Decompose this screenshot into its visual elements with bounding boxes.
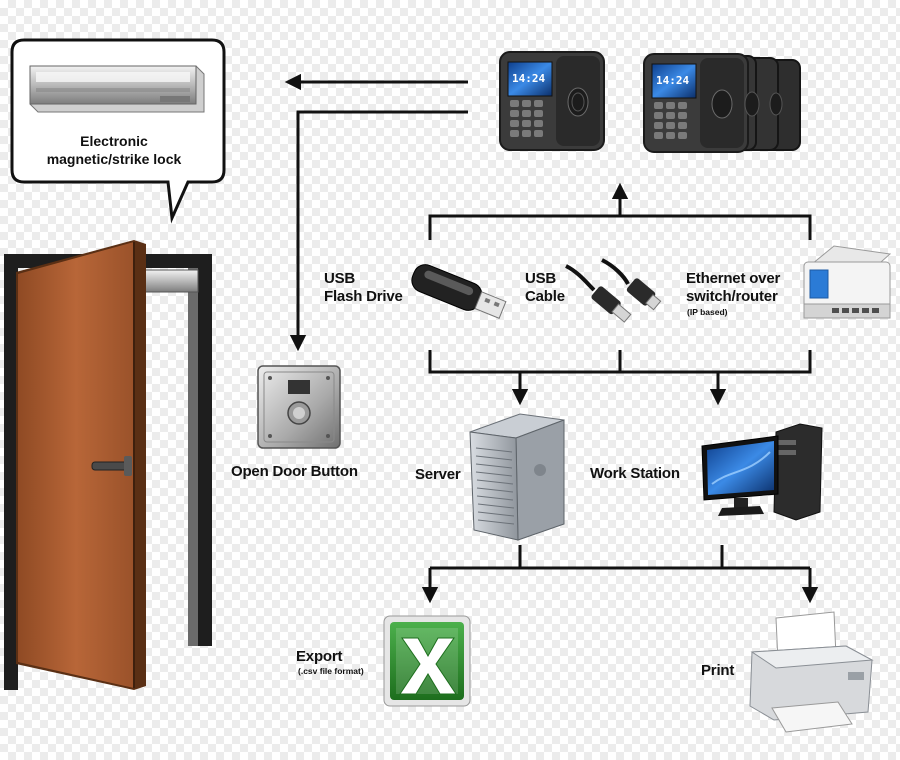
desktop-computer-icon [701,423,823,521]
ethernet-label-line1: Ethernet over [686,270,781,287]
export-label: Export [296,648,343,665]
terminal-time-1: 14:24 [512,72,546,85]
mounted-lock [139,269,199,293]
terminal-time-2: 14:24 [656,74,690,87]
ethernet-label: Ethernet over switch/router [686,270,780,306]
lock-label-line1: Electronic [80,133,148,149]
door-icon [4,240,212,690]
exit-button-icon [257,365,341,449]
print-label: Print [701,662,735,679]
fingerprint-terminal-icon [499,51,801,153]
usb-flash-label-line2: Flash Drive [324,288,403,305]
magnetic-lock-icon [29,65,205,113]
usb-cable-label-line1: USB [525,270,557,287]
lock-label-line2: magnetic/strike lock [46,151,182,167]
arrow-to-open-door-button [289,110,468,352]
open-door-button-label: Open Door Button [231,463,358,480]
server-label: Server [415,466,461,483]
lock-label: Electronic magnetic/strike lock [14,132,214,168]
connectors [284,73,819,604]
usb-cable-label: USB Cable [525,270,565,306]
terminal-single [499,51,605,151]
terminal-stack [643,53,801,153]
network-switch-icon [803,245,892,319]
usb-cable-label-line2: Cable [525,288,565,305]
printer-icon [749,611,874,733]
ethernet-label-line2: switch/router [686,288,778,305]
bracket-top [428,214,812,240]
export-note: (.csv file format) [298,666,364,676]
server-tower-icon [469,413,565,541]
usb-flash-label-line1: USB [324,270,356,287]
ethernet-note: (IP based) [687,307,728,317]
usb-cable-icon [565,258,662,323]
workstation-label: Work Station [590,465,680,482]
usb-flash-label: USB Flash Drive [324,270,403,306]
usb-flash-drive-icon [411,264,507,319]
spreadsheet-icon [383,615,471,707]
lock-callout [10,38,226,224]
